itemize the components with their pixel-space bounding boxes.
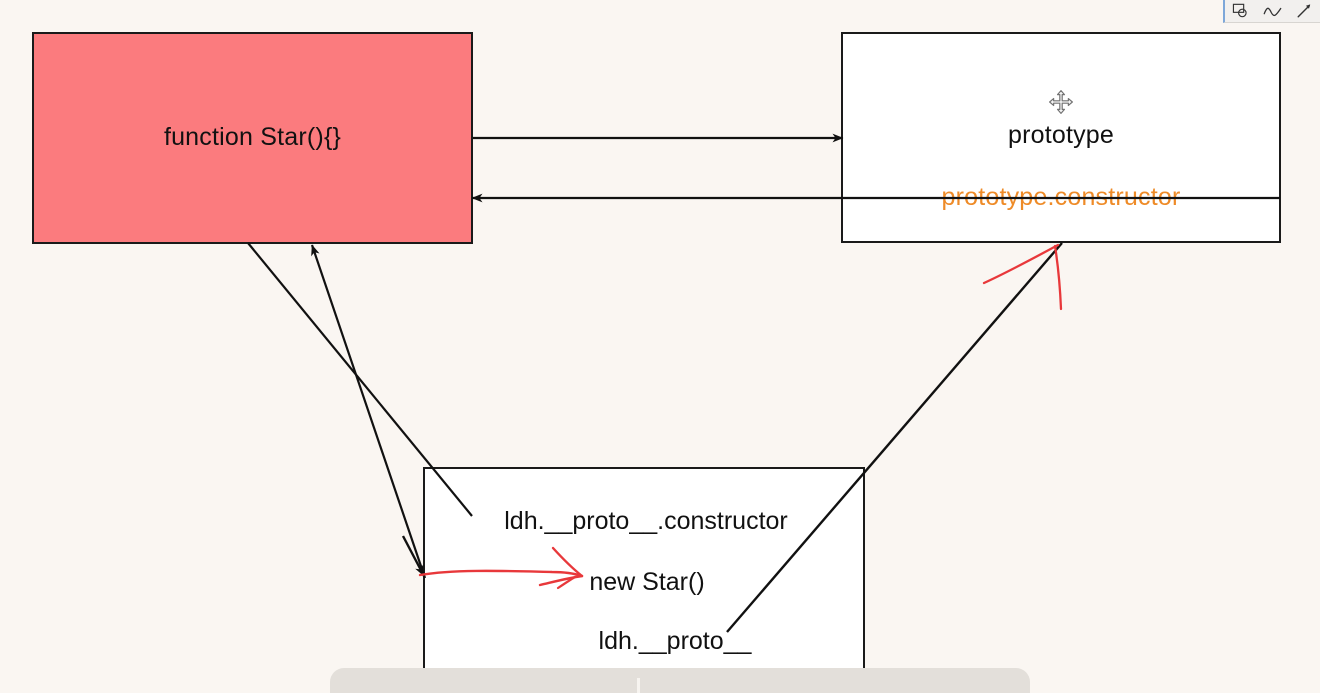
snip-shape-tool-button[interactable] (1228, 1, 1254, 21)
instance-row-proto-constructor: ldh.__proto__.constructor (504, 507, 788, 535)
ink-prototype-underline-squiggle (982, 243, 1060, 285)
screenshot-toolbar[interactable] (1223, 0, 1320, 23)
curve-icon (1263, 5, 1282, 18)
arrow-pen-icon (1296, 3, 1312, 19)
node-function-star[interactable]: function Star(){} (32, 32, 473, 244)
connector-instance-to-star (310, 244, 427, 579)
dock-handle[interactable] (637, 678, 640, 693)
node-prototype-title: prototype (1007, 121, 1115, 149)
ink-prototype-tick (1053, 244, 1063, 311)
instance-row-proto: ldh.__proto__ (598, 627, 752, 655)
node-function-star-label: function Star(){} (163, 123, 342, 151)
freeform-curve-tool-button[interactable] (1259, 1, 1285, 21)
connector-stub-into-instance (401, 535, 426, 577)
node-prototype-constructor-label: prototype.constructor (941, 183, 1181, 211)
snip-shape-icon (1232, 3, 1250, 19)
node-instance[interactable]: ldh.__proto__.constructor new Star() ldh… (423, 467, 865, 684)
bottom-dock[interactable] (330, 668, 1030, 693)
node-prototype[interactable]: prototype prototype.constructor (841, 32, 1281, 243)
move-cursor-icon (1048, 89, 1074, 115)
arrow-pen-tool-button[interactable] (1291, 1, 1317, 21)
instance-row-new-star: new Star() (589, 568, 705, 596)
